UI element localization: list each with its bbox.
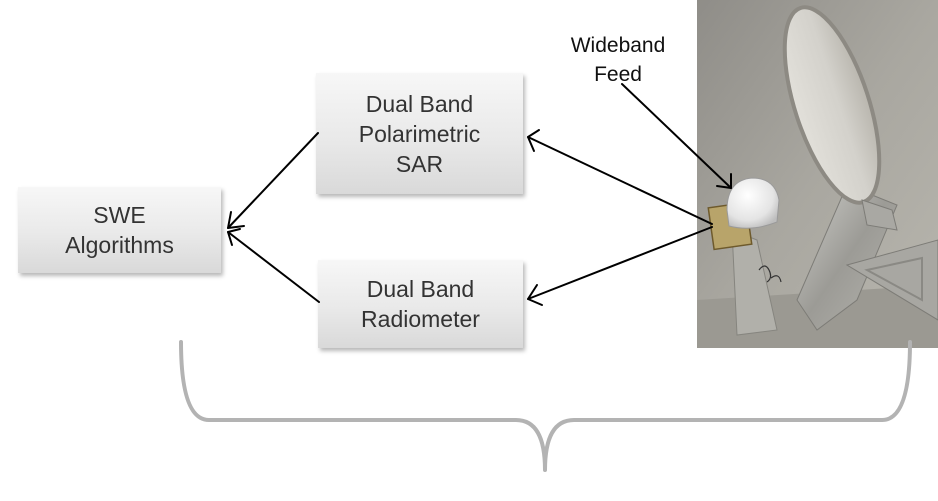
arrowhead-feed-pointer (716, 173, 732, 189)
arrowhead-radiometer (527, 284, 543, 306)
polarimetric-sar-line-2: Polarimetric (358, 120, 481, 147)
radiometer-line-1: Dual Band (366, 276, 475, 302)
swe-algorithms-line-1: SWE (93, 202, 146, 228)
swe-algorithms-box: SWE Algorithms (18, 187, 221, 273)
arrow-radiometer-to-swe (227, 231, 320, 303)
polarimetric-sar-box: Dual Band Polarimetric SAR (316, 73, 523, 194)
arrow-feed-to-sar (527, 136, 713, 225)
antenna-photo (697, 0, 938, 348)
arrowhead-sar (527, 129, 540, 152)
arrow-feed-label-pointer (621, 83, 732, 189)
polarimetric-sar-line-3: SAR (395, 150, 444, 177)
swe-algorithms-line-2: Algorithms (65, 232, 174, 258)
arrow-sar-to-swe (227, 132, 319, 229)
polarimetric-sar-line-1: Dual Band (365, 90, 474, 117)
arrowhead-swe-lower (227, 228, 241, 246)
wideband-feed-dome-icon (726, 177, 780, 229)
radiometer-box: Dual Band Radiometer (318, 260, 523, 348)
arrowhead-swe-upper (227, 211, 245, 229)
wideband-feed-label-line-1: Wideband (570, 34, 666, 57)
wideband-feed-label-line-2: Feed (594, 63, 642, 86)
arrow-feed-to-radiometer (527, 226, 713, 300)
grouping-brace (179, 340, 912, 472)
wideband-feed-label: Wideband Feed (553, 31, 683, 89)
radiometer-line-2: Radiometer (361, 306, 480, 332)
